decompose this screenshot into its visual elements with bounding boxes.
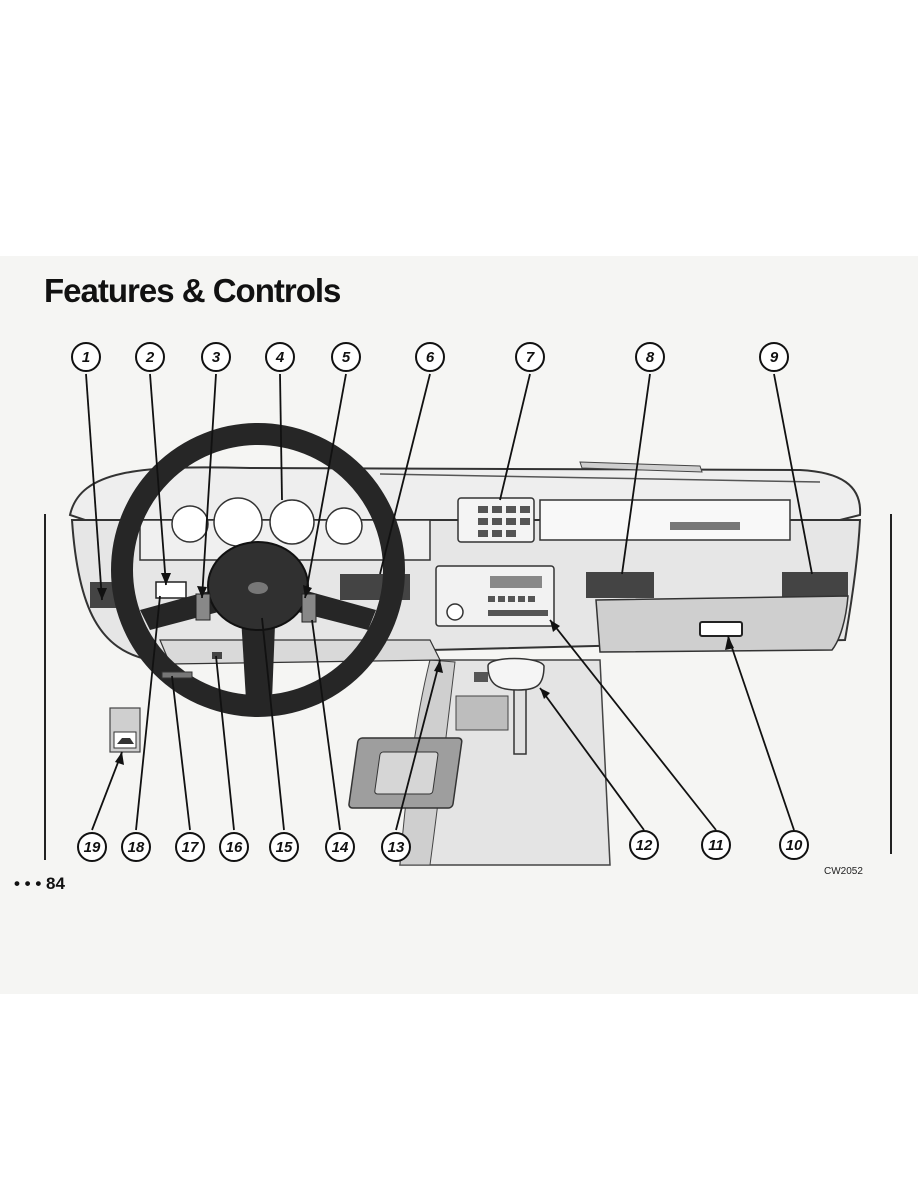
callout-14: 14 bbox=[325, 832, 355, 862]
radio-display bbox=[490, 576, 542, 588]
page-title: Features & Controls bbox=[44, 272, 341, 309]
figure-code: CW2052 bbox=[824, 866, 863, 877]
gauge-3 bbox=[269, 499, 315, 545]
horn-emblem bbox=[248, 582, 268, 594]
radio-knob bbox=[446, 603, 464, 621]
steering-wheel-rim bbox=[111, 423, 405, 717]
turn-signal-stalk bbox=[195, 593, 211, 621]
callout-19: 19 bbox=[77, 832, 107, 862]
upper-display-window bbox=[539, 499, 791, 541]
gauge-1 bbox=[171, 505, 209, 543]
defrost-strip bbox=[379, 473, 821, 483]
left-margin-rule bbox=[44, 514, 46, 860]
callout-17: 17 bbox=[175, 832, 205, 862]
callout-4: 4 bbox=[265, 342, 295, 372]
fuse-access bbox=[212, 652, 222, 659]
trunk-icon bbox=[117, 738, 134, 744]
callout-6: 6 bbox=[415, 342, 445, 372]
lower-dash-edge bbox=[159, 639, 441, 665]
gauge-2 bbox=[213, 497, 263, 547]
callout-13: 13 bbox=[381, 832, 411, 862]
vent-center-right bbox=[586, 572, 654, 598]
parking-brake-release bbox=[161, 671, 193, 679]
defrost-strip-2 bbox=[579, 461, 703, 473]
callout-8: 8 bbox=[635, 342, 665, 372]
callout-3: 3 bbox=[201, 342, 231, 372]
callout-1: 1 bbox=[71, 342, 101, 372]
gauge-4 bbox=[325, 507, 363, 545]
page-number: • • • 84 bbox=[14, 874, 65, 893]
headlamp-switch bbox=[155, 581, 187, 599]
shifter-lock-button bbox=[474, 672, 488, 682]
wiper-stalk bbox=[301, 593, 317, 623]
callout-9: 9 bbox=[759, 342, 789, 372]
vent-right bbox=[782, 572, 848, 598]
callout-11: 11 bbox=[701, 830, 731, 860]
display-badge bbox=[670, 522, 740, 530]
callout-12: 12 bbox=[629, 830, 659, 860]
callout-arrowheads bbox=[97, 573, 734, 765]
callout-10: 10 bbox=[779, 830, 809, 860]
callout-leader-lines bbox=[85, 373, 813, 831]
callout-7: 7 bbox=[515, 342, 545, 372]
shift-slot bbox=[374, 751, 439, 795]
shift-lever-shaft bbox=[513, 683, 527, 755]
callout-2: 2 bbox=[135, 342, 165, 372]
callout-16: 16 bbox=[219, 832, 249, 862]
right-margin-rule bbox=[890, 514, 892, 854]
callout-18: 18 bbox=[121, 832, 151, 862]
shift-lever-knob bbox=[487, 657, 545, 691]
radio-buttons bbox=[488, 596, 548, 616]
glovebox-latch bbox=[699, 621, 743, 637]
console-cupholder bbox=[455, 695, 509, 731]
callout-5: 5 bbox=[331, 342, 361, 372]
upper-panel-buttons bbox=[478, 506, 530, 537]
callout-15: 15 bbox=[269, 832, 299, 862]
